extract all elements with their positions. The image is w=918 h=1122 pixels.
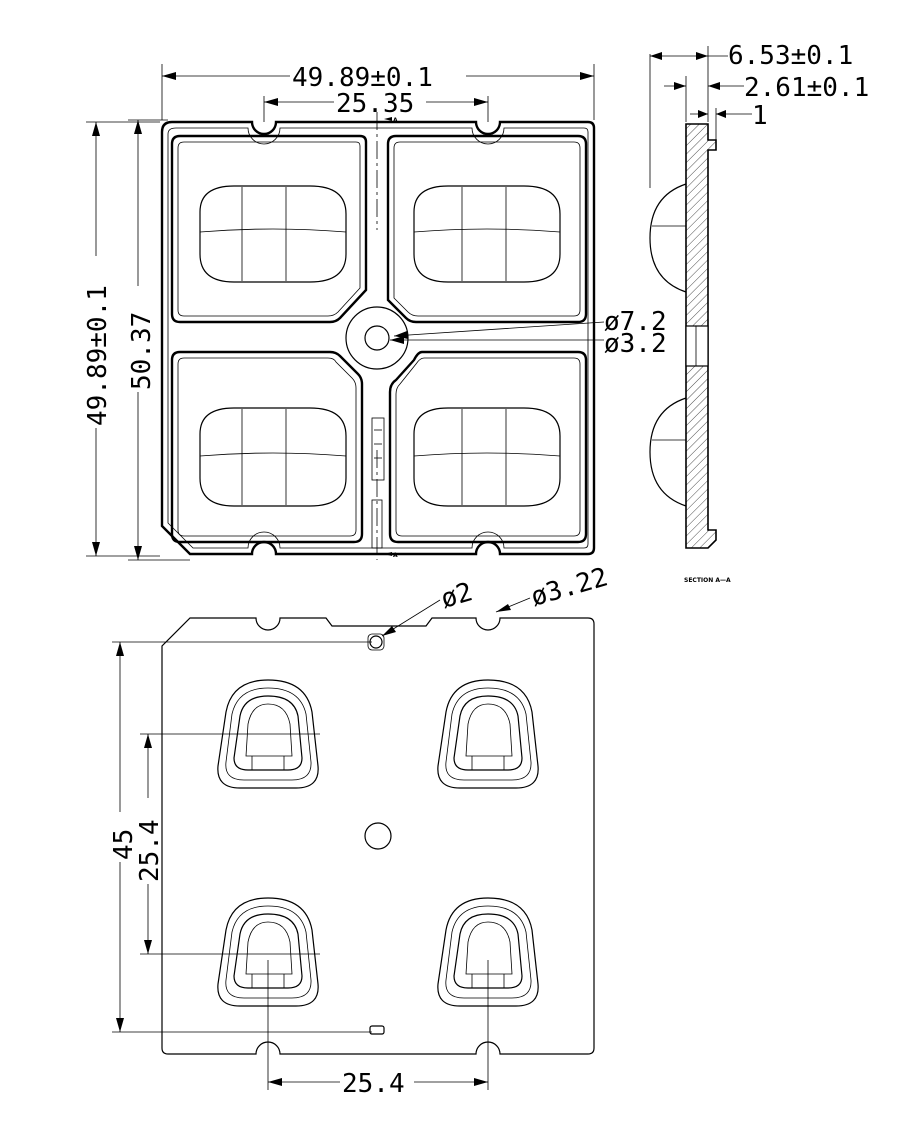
dim-side-step: 1	[752, 101, 768, 131]
lens-pocket-bottom-right	[388, 350, 588, 544]
bottom-view-outline	[161, 617, 595, 1055]
lens-pocket-bottom-left	[170, 350, 364, 544]
led-cavity-top-left	[217, 679, 319, 789]
bottom-center-hole	[364, 822, 392, 850]
dim-top-height: 49.89±0.1	[83, 285, 113, 426]
dim-center-inner-dia: ø3.2	[604, 329, 667, 359]
section-mark-top: A	[393, 117, 398, 124]
lens-bottom-right	[413, 407, 561, 507]
center-hole	[364, 325, 390, 351]
dim-bottom-height: 45	[109, 829, 139, 860]
dim-bottom-pitch-vertical: 25.4	[135, 819, 165, 882]
led-cavity-bottom-right	[437, 897, 539, 1007]
dim-notch-spacing: 25.35	[336, 89, 414, 119]
dim-side-total-thickness: 6.53±0.1	[728, 41, 853, 71]
center-boss-outer	[345, 306, 409, 370]
bottom-view: ø2 ø3.22 45 25.4 25.4	[109, 562, 611, 1099]
lens-bottom-left	[199, 407, 347, 507]
side-view-section: 6.53±0.1 2.61±0.1 1 SECTION A—A	[649, 41, 869, 584]
lens-pocket-top-left	[170, 134, 368, 324]
side-view-lens-bottom	[649, 397, 687, 507]
top-view-outline	[160, 120, 596, 556]
lens-top-left	[199, 185, 347, 283]
lens-pocket-top-right	[386, 134, 588, 324]
dim-top-inner-height: 50.37	[127, 312, 157, 390]
section-label: SECTION A—A	[684, 577, 731, 584]
dim-pin-hole-dia: ø2	[438, 577, 476, 614]
section-mark-bottom: A	[393, 552, 398, 559]
led-cavity-top-right	[437, 679, 539, 789]
led-cavity-bottom-left	[217, 897, 319, 1007]
dim-notch-dia: ø3.22	[528, 562, 612, 612]
pin-slot-bottom	[369, 1025, 385, 1035]
dim-side-base-thickness: 2.61±0.1	[744, 73, 869, 103]
dim-center-outer-dia: ø7.2	[604, 307, 667, 337]
dim-top-width: 49.89±0.1	[292, 63, 433, 93]
top-view: A A 49.89±0.1 25.35 49.89±0.1	[83, 63, 667, 561]
lens-top-right	[413, 185, 561, 283]
side-view-lens-top	[649, 183, 687, 293]
dim-bottom-pitch-horizontal: 25.4	[342, 1069, 405, 1099]
